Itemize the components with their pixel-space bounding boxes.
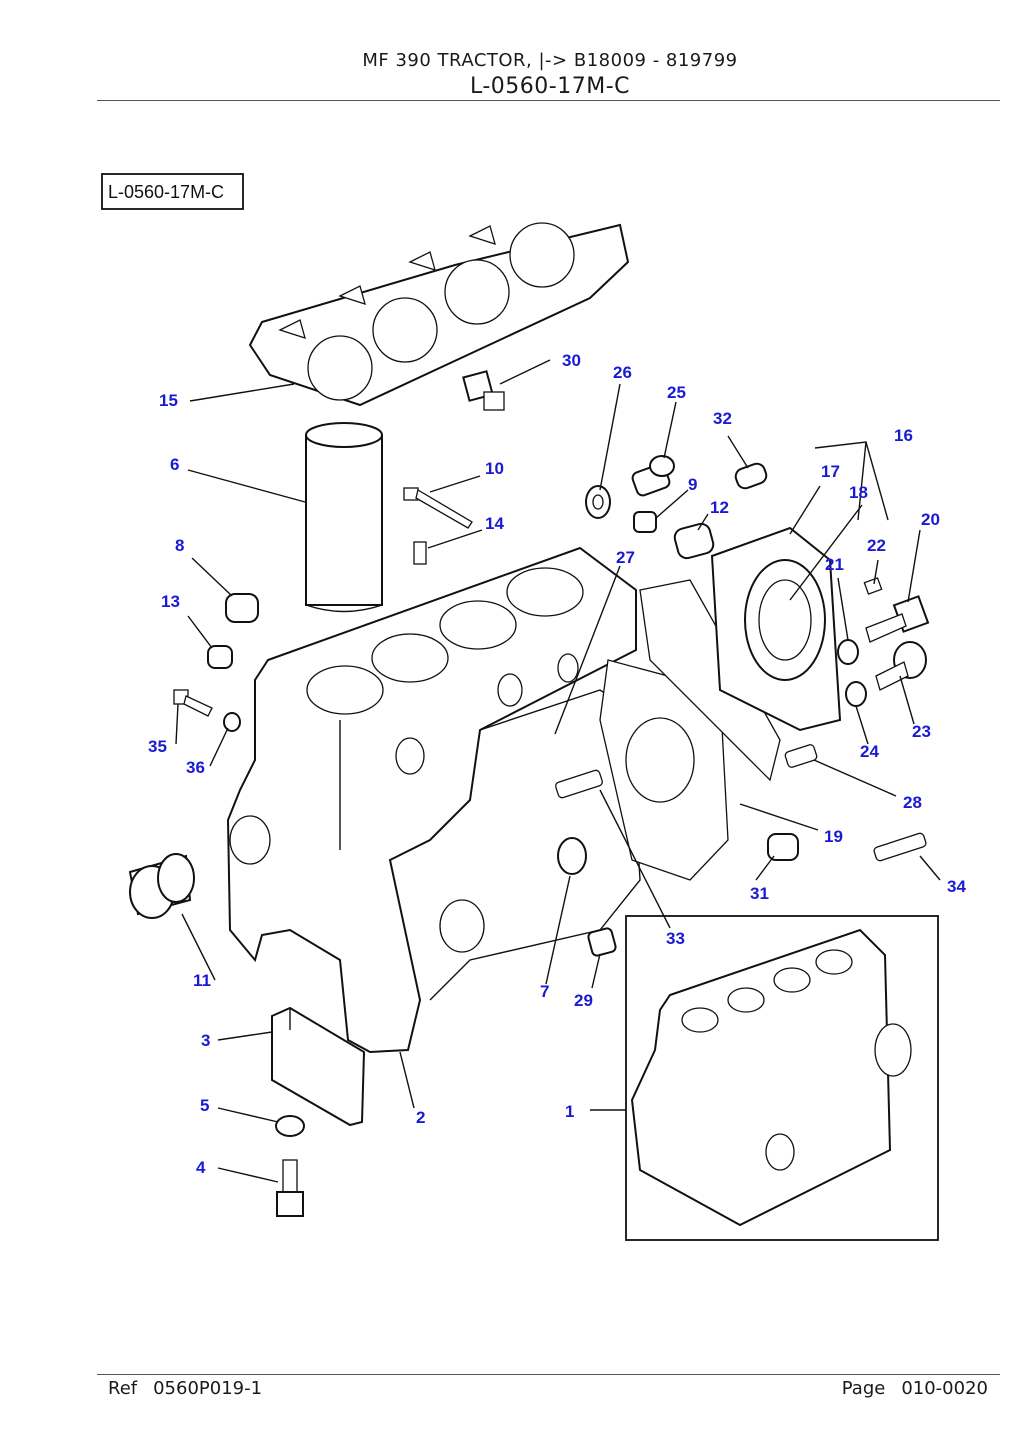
leader-lines (175, 359, 941, 1183)
callout-27: 27 (616, 548, 635, 567)
stud-part-34 (873, 832, 927, 862)
diagram-label-text: L-0560-17M-C (108, 182, 224, 202)
callout-1: 1 (565, 1102, 574, 1121)
callout-15: 15 (159, 391, 178, 410)
plug-part-25 (631, 455, 675, 497)
cap-part-32 (734, 462, 768, 490)
callout-3: 3 (201, 1031, 210, 1050)
callout-35: 35 (148, 737, 167, 756)
callout-29: 29 (574, 991, 593, 1010)
callout-22: 22 (867, 536, 886, 555)
cup-plug-part-12 (673, 522, 715, 560)
callout-20: 20 (921, 510, 940, 529)
page-value: 010-0020 (901, 1378, 988, 1399)
footer-ref: Ref 0560P019-1 (108, 1378, 278, 1399)
head-gasket-part (248, 222, 630, 407)
page-title: MF 390 TRACTOR, |-> B18009 - 819799 (362, 50, 738, 71)
callout-10: 10 (485, 459, 504, 478)
washer-part-5 (275, 1115, 305, 1137)
plug-part-31 (767, 833, 799, 861)
callout-31: 31 (750, 884, 769, 903)
callout-8: 8 (175, 536, 184, 555)
callout-18: 18 (849, 483, 868, 502)
diagram-label-box: L-0560-17M-C (101, 173, 244, 210)
callout-32: 32 (713, 409, 732, 428)
callout-17: 17 (821, 462, 840, 481)
callout-16: 16 (894, 426, 913, 445)
footer-page: Page 010-0020 (842, 1378, 988, 1399)
callout-26: 26 (613, 363, 632, 382)
bolt-part-35 (173, 689, 213, 717)
pin-part-22 (863, 577, 883, 595)
seal-housing-part-17 (710, 526, 842, 732)
callout-4: 4 (196, 1158, 206, 1177)
plug-part-30 (462, 370, 505, 411)
stud-part-33 (555, 769, 603, 799)
callout-5: 5 (200, 1096, 209, 1115)
diagram-code: L-0560-17M-C (469, 74, 630, 99)
header-divider (97, 100, 1000, 101)
callout-28: 28 (903, 793, 922, 812)
washer-part-24 (845, 681, 867, 707)
washer-part-21 (837, 639, 859, 665)
callout-34: 34 (947, 877, 966, 896)
plug-part-13 (207, 645, 233, 669)
rear-plate-assembly (599, 579, 781, 881)
cylinder-liner-part (305, 422, 383, 613)
callout-labels: 1 2 3 4 5 6 7 8 9 10 11 12 13 14 15 16 1… (148, 351, 966, 1177)
callout-36: 36 (186, 758, 205, 777)
plug-part-9 (633, 511, 657, 533)
callout-12: 12 (710, 498, 729, 517)
callout-7: 7 (540, 982, 549, 1001)
bolt-part-23 (875, 641, 927, 691)
bearing-cap-part-3 (271, 1006, 366, 1127)
callout-14: 14 (485, 514, 504, 533)
pin-part-14 (413, 541, 427, 565)
footer-divider (97, 1374, 1000, 1375)
callout-24: 24 (860, 742, 879, 761)
plug-part-8 (225, 593, 259, 623)
callout-2: 2 (416, 1108, 425, 1127)
bolt-part-4 (276, 1159, 304, 1217)
seal-part-26 (585, 485, 611, 519)
callout-21: 21 (825, 555, 844, 574)
callout-11: 11 (193, 971, 211, 990)
inset-assembly-part-1 (625, 915, 939, 1241)
stud-part-28 (784, 744, 818, 768)
callout-23: 23 (912, 722, 931, 741)
callout-25: 25 (667, 383, 686, 402)
plug-part-29 (587, 927, 617, 957)
washer-part-36 (223, 712, 241, 732)
ref-value: 0560P019-1 (153, 1378, 263, 1399)
callout-13: 13 (161, 592, 180, 611)
bush-part-11 (128, 853, 195, 919)
callout-6: 6 (170, 455, 179, 474)
ref-label: Ref (108, 1378, 138, 1399)
callout-9: 9 (688, 475, 697, 494)
callout-33: 33 (666, 929, 685, 948)
seal-part-7 (557, 837, 587, 875)
callout-19: 19 (824, 827, 843, 846)
cylinder-block-part-2 (226, 546, 641, 1054)
bolt-part-20 (865, 595, 930, 643)
page-label: Page (841, 1378, 886, 1399)
callout-30: 30 (562, 351, 581, 370)
bolt-part-10 (403, 487, 473, 529)
